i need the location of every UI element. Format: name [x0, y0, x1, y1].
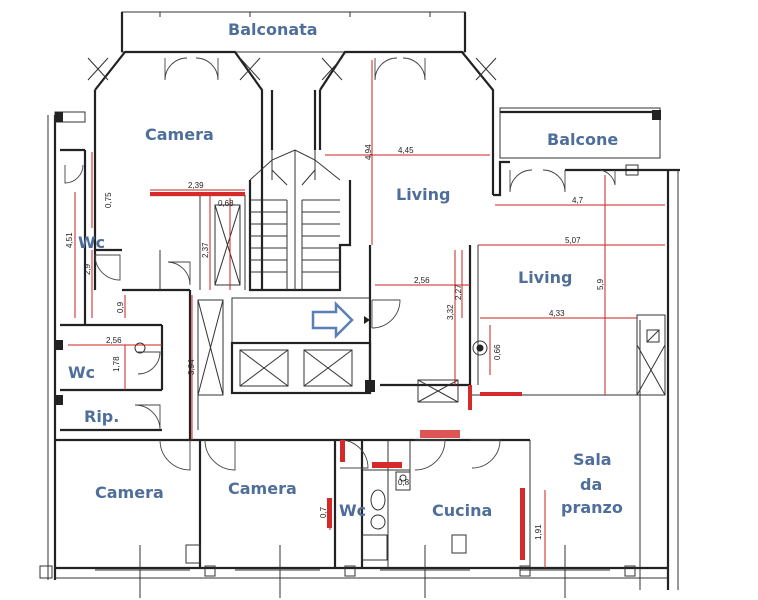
dim-label: 2,56 [106, 336, 122, 345]
door-swings [64, 164, 501, 471]
bottom-window-ticks [95, 545, 610, 598]
dim-label: 4,45 [398, 146, 414, 155]
room-label-camera-top: Camera [145, 125, 214, 144]
dim-label: 3,32 [446, 304, 455, 320]
window-markers [87, 57, 497, 81]
dim-label: 4,94 [364, 144, 373, 160]
dimension-lines [68, 60, 665, 568]
room-label-sala-line1: Sala [573, 450, 612, 469]
room-label-wc-1: Wc [78, 233, 105, 252]
room-label-sala-line2: da [580, 475, 602, 494]
window-arcs [164, 57, 616, 193]
dim-label: 4,51 [65, 232, 74, 248]
dim-label: 2,9 [83, 263, 92, 275]
dim-label: 5,9 [596, 278, 605, 290]
dim-label: 5,07 [565, 236, 581, 245]
dim-label: 0,8 [398, 478, 410, 487]
room-label-rip: Rip. [84, 407, 119, 426]
dim-label: 2,56 [414, 276, 430, 285]
room-label-balcone: Balcone [547, 130, 618, 149]
dim-label: 0,68 [218, 199, 234, 208]
balconata-structure [120, 11, 467, 53]
dim-label: 3,94 [187, 359, 196, 375]
room-label-wc-3: Wc [339, 501, 366, 520]
dim-label: 4,33 [549, 309, 565, 318]
dim-label: 2,37 [201, 242, 210, 258]
room-label-cucina: Cucina [432, 501, 492, 520]
dim-label: 1,78 [112, 356, 121, 372]
room-label-balconata: Balconata [228, 20, 318, 39]
dim-label: 2,27 [454, 284, 463, 300]
dim-label: 0,66 [493, 344, 502, 360]
dim-label: 0,7 [319, 506, 328, 518]
room-label-living-2: Living [518, 268, 572, 287]
room-label-wc-2: Wc [68, 363, 95, 382]
room-label-camera-bottom-middle: Camera [228, 479, 297, 498]
room-label-sala-line3: pranzo [561, 498, 623, 517]
dim-label: 4,7 [572, 196, 584, 205]
entry-arrow-icon [311, 300, 370, 340]
room-label-living-1: Living [396, 185, 450, 204]
dim-label: 0,9 [116, 301, 125, 313]
dim-label: 0,75 [104, 192, 113, 208]
room-label-camera-bottom-left: Camera [95, 483, 164, 502]
dim-label: 2,39 [188, 181, 204, 190]
dim-label: 1,91 [534, 524, 543, 540]
outer-walls [39, 50, 680, 590]
red-bars [150, 192, 525, 560]
